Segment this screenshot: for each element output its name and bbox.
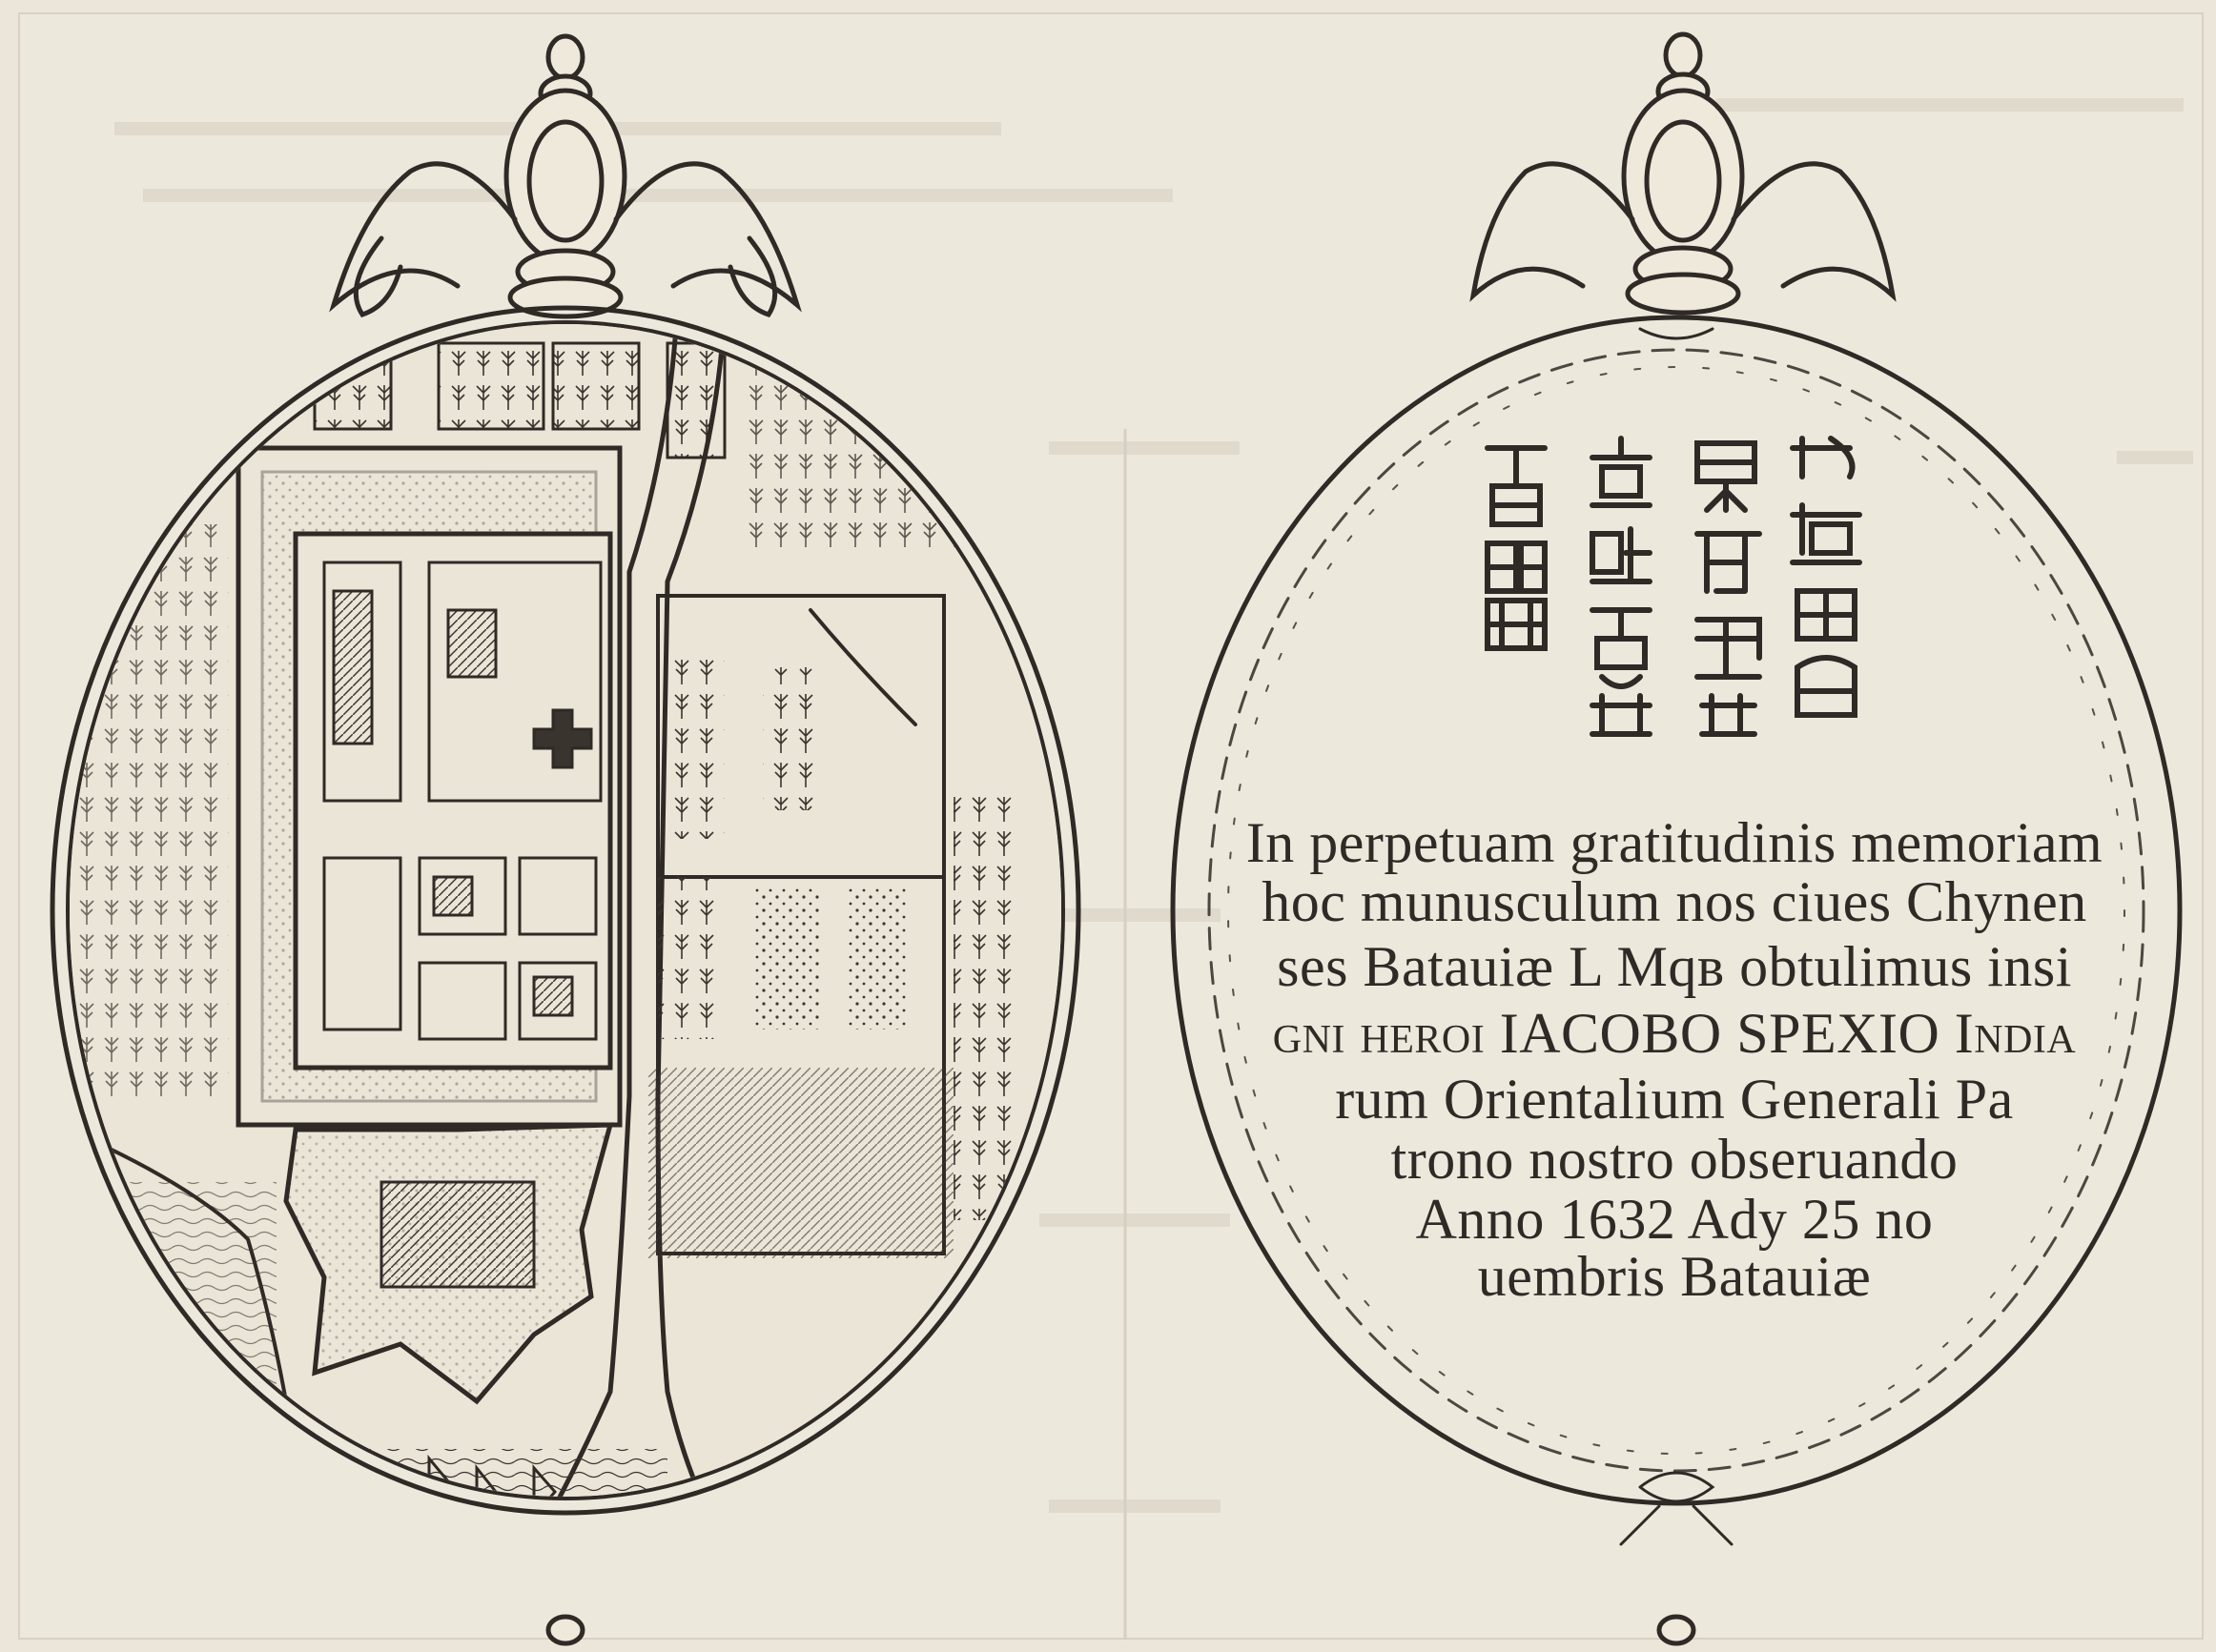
inscription-line-1: In perpetuam gratitudinis memoriam (1245, 811, 2103, 874)
inscription-line-3: ses Batauiæ L Mqʙ obtulimus insi (1277, 935, 2072, 998)
right-pendant-loop (1469, 31, 1897, 1646)
inscription-line-2: hoc munusculum nos ciues Chynen (1262, 870, 2087, 933)
inscription-line-4: gni heroi IACOBO SPEXIO India (1272, 1002, 2077, 1065)
inscription-line-7: Anno 1632 Ady 25 no (1415, 1188, 1934, 1251)
medal-inscription: In perpetuam gratitudinis memoriam hoc m… (1211, 0, 2138, 1652)
right-medal-frame (1170, 315, 2183, 1546)
inscription-line-8: uembris Batauiæ (1477, 1245, 1872, 1308)
left-pendant-loop (329, 33, 802, 1646)
inscription-line-6: trono nostro obseruando (1390, 1128, 1959, 1191)
chinese-seal-characters (1485, 436, 1862, 737)
inscription-line-5: rum Orientalium Generali Pa (1335, 1068, 2014, 1131)
